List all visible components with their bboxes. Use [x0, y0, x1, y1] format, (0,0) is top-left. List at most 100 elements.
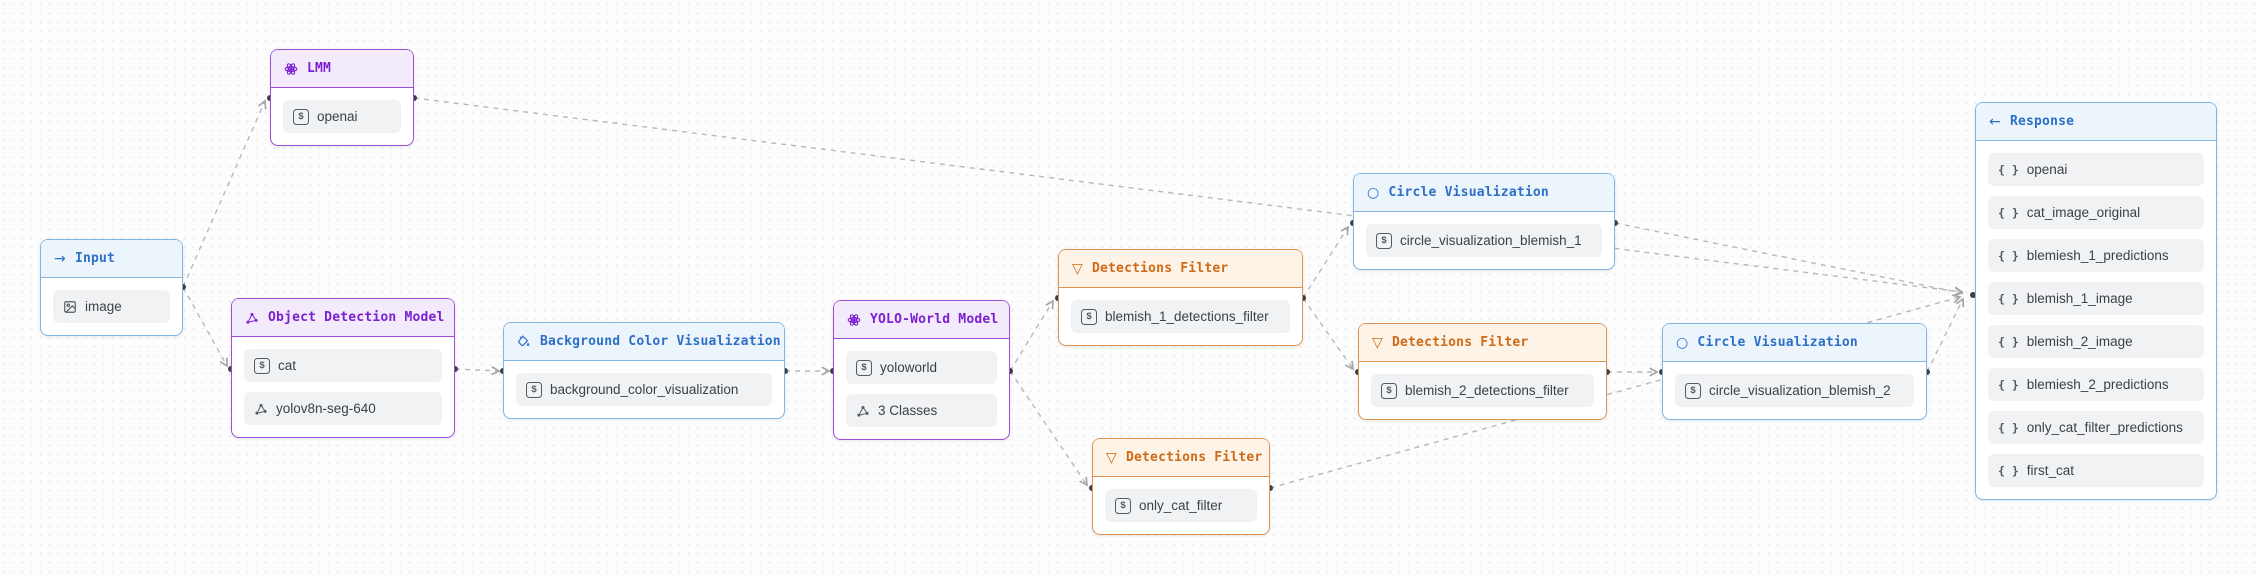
circle-icon: ○ [1676, 334, 1689, 351]
funnel-icon: ▽ [1072, 260, 1083, 277]
node-title: LMM [307, 61, 332, 76]
node-title: Circle Visualization [1697, 335, 1858, 350]
node-title: Background Color Visualization [540, 334, 781, 349]
paint-bucket-icon [517, 334, 531, 349]
edge-input-lmm [182, 99, 267, 288]
node-cv2-header: ○ Circle Visualization [1663, 324, 1926, 362]
node-item-openai[interactable]: $ openai [283, 100, 401, 133]
braces-icon: { } [1998, 420, 2019, 435]
node-lmm[interactable]: LMM $ openai [270, 49, 414, 146]
node-background-color-visualization[interactable]: Background Color Visualization $ backgro… [503, 322, 785, 419]
node-title: Detections Filter [1125, 450, 1263, 465]
item-label: 3 Classes [878, 403, 938, 418]
string-param-icon: $ [1376, 232, 1392, 249]
funnel-icon: ▽ [1106, 449, 1117, 466]
node-lmm-header: LMM [271, 50, 413, 88]
arrow-left-icon: ← [1989, 113, 2001, 130]
node-item-yoloworld[interactable]: $ yoloworld [846, 351, 997, 384]
node-yolo-world-model[interactable]: YOLO-World Model $ yoloworld 3 Classes [833, 300, 1010, 440]
item-label: background_color_visualization [550, 382, 739, 397]
node-item-background-color-visualization[interactable]: $ background_color_visualization [516, 373, 772, 406]
braces-icon: { } [1998, 377, 2019, 392]
string-param-icon: $ [1081, 308, 1097, 325]
node-item-blemish-2-image[interactable]: { } blemish_2_image [1988, 325, 2204, 358]
node-item-yolov8n-seg-640[interactable]: yolov8n-seg-640 [244, 392, 442, 425]
node-df3-header: ▽ Detections Filter [1093, 439, 1269, 477]
model-graph-icon [856, 404, 870, 418]
node-title: Object Detection Model [268, 310, 445, 325]
node-item-cat[interactable]: $ cat [244, 349, 442, 382]
edge-yolo-df1 [1009, 299, 1054, 372]
node-detections-filter-2[interactable]: ▽ Detections Filter $ blemish_2_detectio… [1358, 323, 1607, 420]
node-detections-filter-1[interactable]: ▽ Detections Filter $ blemish_1_detectio… [1058, 249, 1303, 346]
item-label: blemish_2_image [2026, 334, 2133, 349]
item-label: circle_visualization_blemish_1 [1400, 233, 1582, 248]
node-item-3-classes[interactable]: 3 Classes [846, 394, 997, 427]
node-title: Circle Visualization [1388, 185, 1549, 200]
item-label: image [85, 299, 122, 314]
string-param-icon: $ [293, 108, 309, 125]
item-label: openai [317, 109, 358, 124]
node-input[interactable]: → Input image [40, 239, 183, 336]
braces-icon: { } [1998, 463, 2019, 478]
item-label: cat [278, 358, 297, 373]
string-param-icon: $ [1685, 382, 1701, 399]
node-item-blemish-2-detections-filter[interactable]: $ blemish_2_detections_filter [1371, 374, 1594, 407]
item-label: only_cat_filter_predictions [2026, 420, 2183, 435]
node-item-blemish-1-detections-filter[interactable]: $ blemish_1_detections_filter [1071, 300, 1290, 333]
edge-df1-cv1 [1302, 225, 1349, 299]
string-param-icon: $ [1115, 497, 1131, 514]
atom-icon [847, 313, 861, 327]
model-graph-icon [245, 311, 259, 325]
node-item-cat-image-original[interactable]: { } cat_image_original [1988, 196, 2204, 229]
string-param-icon: $ [526, 381, 542, 398]
node-item-circle-visualization-blemish-2[interactable]: $ circle_visualization_blemish_2 [1675, 374, 1914, 407]
node-item-first-cat[interactable]: { } first_cat [1988, 454, 2204, 487]
node-item-blemish-1-image[interactable]: { } blemish_1_image [1988, 282, 2204, 315]
item-label: cat_image_original [2026, 205, 2141, 220]
node-circle-visualization-2[interactable]: ○ Circle Visualization $ circle_visualiz… [1662, 323, 1927, 420]
node-response-header: ← Response [1976, 103, 2216, 141]
edge-df1-df2 [1302, 297, 1355, 371]
braces-icon: { } [1998, 291, 2019, 306]
node-bcv-header: Background Color Visualization [504, 323, 784, 361]
node-cv1-header: ○ Circle Visualization [1354, 174, 1614, 212]
node-item-blemiesh-2-predictions[interactable]: { } blemiesh_2_predictions [1988, 368, 2204, 401]
circle-icon: ○ [1367, 184, 1380, 201]
node-title: Input [74, 251, 116, 266]
node-input-header: → Input [41, 240, 182, 278]
node-df2-header: ▽ Detections Filter [1359, 324, 1606, 362]
node-circle-visualization-1[interactable]: ○ Circle Visualization $ circle_visualiz… [1353, 173, 1615, 270]
item-label: circle_visualization_blemish_2 [1709, 383, 1891, 398]
item-label: blemish_1_image [2026, 291, 2133, 306]
item-label: blemiesh_1_predictions [2026, 248, 2169, 263]
node-title: Response [2009, 114, 2075, 129]
node-detections-filter-3[interactable]: ▽ Detections Filter $ only_cat_filter [1092, 438, 1270, 535]
braces-icon: { } [1998, 248, 2019, 263]
node-yolo-header: YOLO-World Model [834, 301, 1009, 339]
node-item-image[interactable]: image [53, 290, 170, 323]
node-response[interactable]: ← Response { } openai { } cat_image_orig… [1975, 102, 2217, 500]
model-graph-icon [254, 402, 268, 416]
edge-yolo-df3 [1009, 370, 1088, 487]
edge-cv2-response [1926, 297, 1965, 373]
braces-icon: { } [1998, 334, 2019, 349]
edge-cv1-response [1614, 222, 1964, 297]
node-item-only-cat-filter[interactable]: $ only_cat_filter [1105, 489, 1257, 522]
edge-odm-bcv [454, 366, 501, 376]
atom-icon [284, 62, 298, 76]
funnel-icon: ▽ [1372, 334, 1383, 351]
node-item-circle-visualization-blemish-1[interactable]: $ circle_visualization_blemish_1 [1366, 224, 1602, 257]
node-item-only-cat-filter-predictions[interactable]: { } only_cat_filter_predictions [1988, 411, 2204, 444]
node-item-openai-output[interactable]: { } openai [1988, 153, 2204, 186]
node-object-detection-model[interactable]: Object Detection Model $ cat yolov8n-seg… [231, 298, 455, 438]
node-item-blemiesh-1-predictions[interactable]: { } blemiesh_1_predictions [1988, 239, 2204, 272]
braces-icon: { } [1998, 205, 2019, 220]
item-label: blemiesh_2_predictions [2026, 377, 2169, 392]
item-label: blemish_1_detections_filter [1105, 309, 1269, 324]
item-label: only_cat_filter [1139, 498, 1223, 513]
item-label: yoloworld [880, 360, 938, 375]
node-title: YOLO-World Model [870, 312, 999, 327]
image-icon [63, 300, 77, 314]
